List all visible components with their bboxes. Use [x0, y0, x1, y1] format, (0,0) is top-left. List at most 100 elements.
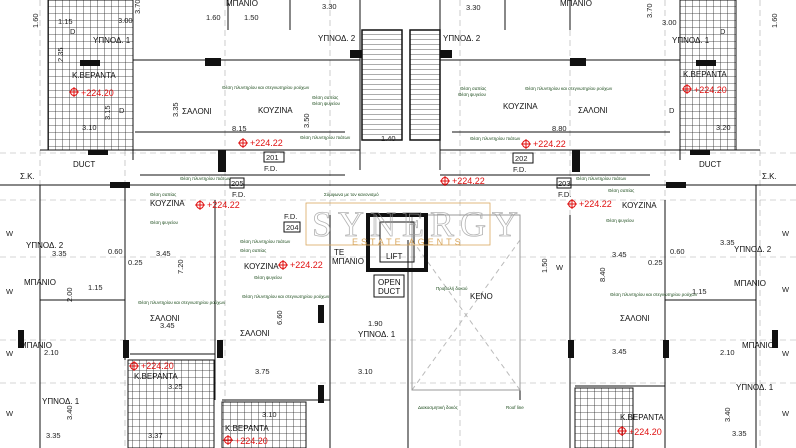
plan-text: Θέση ψυγείου	[312, 100, 340, 106]
room-label: ΚΟΥΖΙΝΑ	[150, 199, 185, 208]
room-label: ΚΟΥΖΙΝΑ	[622, 201, 657, 210]
fd-number: 205	[231, 179, 244, 188]
plan-text: 3.35	[171, 102, 180, 117]
plan-text: 2.35	[56, 47, 65, 62]
plan-text: 3.45	[160, 321, 175, 330]
room-label: ΜΠΑΝΙΟ	[226, 0, 258, 8]
plan-text: Θέση πλυντηρίου και στεγνωτηρίου ρούχων	[138, 299, 226, 305]
annotations: Θέση πλυντηρίου και στεγνωτηρίου ρούχων …	[138, 84, 698, 410]
window-mark: W	[782, 409, 790, 418]
level-markers: +224.20 +224.22 +224.22 +224.20 +224.22 …	[69, 84, 727, 446]
plan-text: Θέση ψυγείου	[150, 219, 178, 225]
dimensions: 3.00 3.70 1.60 1.15 2.35 3.15 3.10 3.35 …	[31, 0, 779, 440]
plan-text: Θέση σαπίας	[150, 191, 177, 197]
plan-text: 3.30	[322, 2, 337, 11]
room-label: ΣΑΛΟΝΙ	[240, 329, 270, 338]
window-mark: W	[782, 285, 790, 294]
plan-text: 3.35	[720, 238, 735, 247]
plan-text: 3.75	[255, 367, 270, 376]
plan-text: Θέση σαπίας	[312, 94, 339, 100]
room-label: ΥΠΝΟΔ. 1	[42, 397, 80, 406]
room-label: ΥΠΝΟΔ. 1	[93, 36, 131, 45]
window-mark: W	[6, 287, 14, 296]
room-label: ΜΠΑΝΙΟ	[24, 278, 56, 287]
room-label: ΥΠΝΟΔ. 1	[358, 330, 396, 339]
fd-number: 201	[266, 153, 279, 162]
plan-text: 3.35	[52, 249, 67, 258]
plan-text: Διακοσμητική δοκός	[418, 404, 459, 410]
plan-text: 3.00	[662, 18, 677, 27]
plan-text: 2.10	[720, 348, 735, 357]
plan-text: Προβολή δοκού	[436, 285, 468, 291]
plan-text: 3.35	[732, 429, 747, 438]
room-label: ΥΠΝΟΔ. 1	[736, 383, 774, 392]
room-label: ΥΠΝΟΔ. 2	[318, 34, 356, 43]
plan-text: 8.15	[232, 124, 247, 133]
plan-text: 0.25	[648, 258, 663, 267]
fd-label: F.D.	[284, 212, 297, 221]
plan-text: Θέση πλυντηρίου και στεγνωτηρίου ρούχων	[525, 85, 613, 91]
plan-text: Θέση πλυντηρίου και στεγνωτηρίου ρούχων	[242, 293, 330, 299]
plan-text: 0.60	[670, 247, 685, 256]
fd-label: F.D.	[232, 190, 245, 199]
room-label: ΥΠΝΟΔ. 2	[734, 245, 772, 254]
plan-text: 0.60	[108, 247, 123, 256]
window-mark: W	[6, 229, 14, 238]
room-label: Κ.ΒΕΡΑΝΤΑ	[225, 424, 269, 433]
fd-label: F.D.	[513, 165, 526, 174]
plan-text: 0.25	[128, 258, 143, 267]
plan-text: 3.50	[302, 113, 311, 128]
plan-text: Θέση ψυγείου	[606, 217, 634, 223]
room-label: ΣΑΛΟΝΙ	[182, 107, 212, 116]
room-label: Κ.ΒΕΡΑΝΤΑ	[134, 372, 178, 381]
plan-text: 3.20	[716, 123, 731, 132]
floor-drain-boxes	[229, 151, 572, 233]
columns	[18, 50, 778, 403]
level-marker: +224.20	[81, 88, 114, 98]
plan-text: 2.00	[65, 287, 74, 302]
level-marker: +224.22	[452, 176, 485, 186]
fd-number: 203	[558, 179, 571, 188]
plan-text: 1.15	[692, 287, 707, 296]
plan-text: Θέση ψυγείου	[458, 91, 486, 97]
plan-text: 3.25	[168, 382, 183, 391]
plan-text: 3.10	[262, 410, 277, 419]
window-markers: W W W W W W W W W D D D D	[6, 27, 790, 418]
open-duct-box	[373, 274, 405, 298]
room-label: Κ.ΒΕΡΑΝΤΑ	[72, 71, 116, 80]
plan-text: 1.15	[88, 283, 103, 292]
room-label: ΜΠΑΝΙΟ	[734, 279, 766, 288]
watermark: SYNERGY ESTATE AGENTS	[305, 202, 524, 247]
plan-text: 7.20	[176, 259, 185, 274]
plan-text: 8.40	[598, 267, 607, 282]
room-label: ΚΟΥΖΙΝΑ	[258, 106, 293, 115]
plan-text: 1.60	[206, 13, 221, 22]
plan-text: 3.70	[645, 3, 654, 18]
room-label: ΣΑΛΟΝΙ	[620, 314, 650, 323]
plan-text: Σύμφωνα με τον κανονισμό	[324, 191, 379, 197]
fd-number: 204	[286, 223, 299, 232]
plan-text: 1.60	[770, 13, 779, 28]
room-label: Σ.Κ.	[20, 172, 35, 181]
plan-text: 1.50	[244, 13, 259, 22]
level-marker: +224.22	[533, 139, 566, 149]
plan-text: 3.00	[118, 16, 133, 25]
level-marker: +224.20	[141, 361, 174, 371]
level-marker: +224.20	[629, 427, 662, 437]
level-marker: +224.22	[250, 138, 283, 148]
plan-text: Θέση σαπίας	[460, 85, 487, 91]
watermark-brand: SYNERGY	[312, 204, 524, 244]
staircase	[409, 29, 441, 141]
plan-text: 3.30	[466, 3, 481, 12]
door-mark: D	[720, 27, 726, 36]
plan-text: 3.35	[46, 431, 61, 440]
level-marker: +224.20	[694, 85, 727, 95]
lift-shaft	[366, 213, 428, 272]
plan-text: 1.60	[31, 13, 40, 28]
plan-text: 1.15	[58, 17, 73, 26]
balcony-tiles	[47, 0, 737, 448]
room-label: ΣΑΛΟΝΙ	[578, 106, 608, 115]
plan-text: 3.10	[358, 367, 373, 376]
